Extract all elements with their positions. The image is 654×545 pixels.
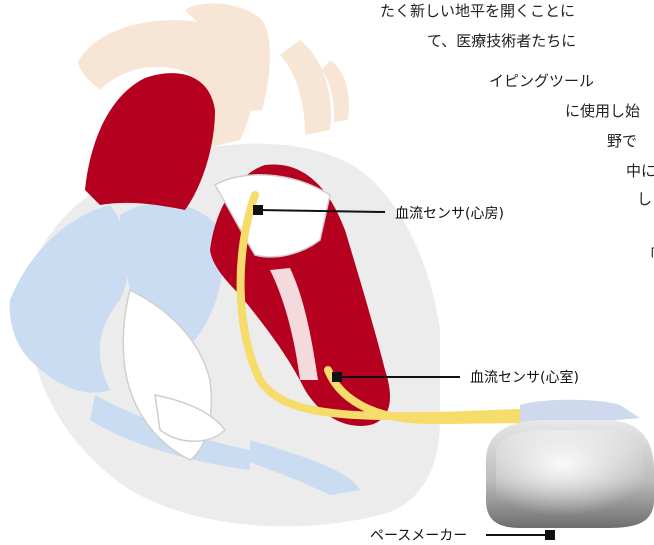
bg-text-line: に使用し始 [565, 100, 640, 121]
pacemaker-marker [545, 530, 555, 540]
atrium-sensor-label: 血流センサ(心房) [395, 203, 504, 223]
bg-text-line: 中に [626, 160, 654, 181]
pacemaker-highlight [496, 430, 644, 516]
pacemaker-label: ペースメーカー [370, 525, 467, 545]
bg-text-line: 野で [607, 130, 637, 151]
ventricle-marker [332, 372, 342, 382]
bg-text-line: 「 [642, 244, 654, 265]
left-atrium-muscle [85, 73, 215, 210]
bg-text-line: し [637, 188, 652, 209]
bg-text-line: イピングツール [489, 70, 594, 91]
atrium-marker [253, 205, 263, 215]
vessel-right [280, 40, 331, 135]
ventricle-sensor-label: 血流センサ(心室) [470, 367, 579, 387]
bg-text-line: たく新しい地平を開くことに [380, 0, 575, 21]
bg-text-line: て、医療技術者たちに [427, 30, 576, 51]
